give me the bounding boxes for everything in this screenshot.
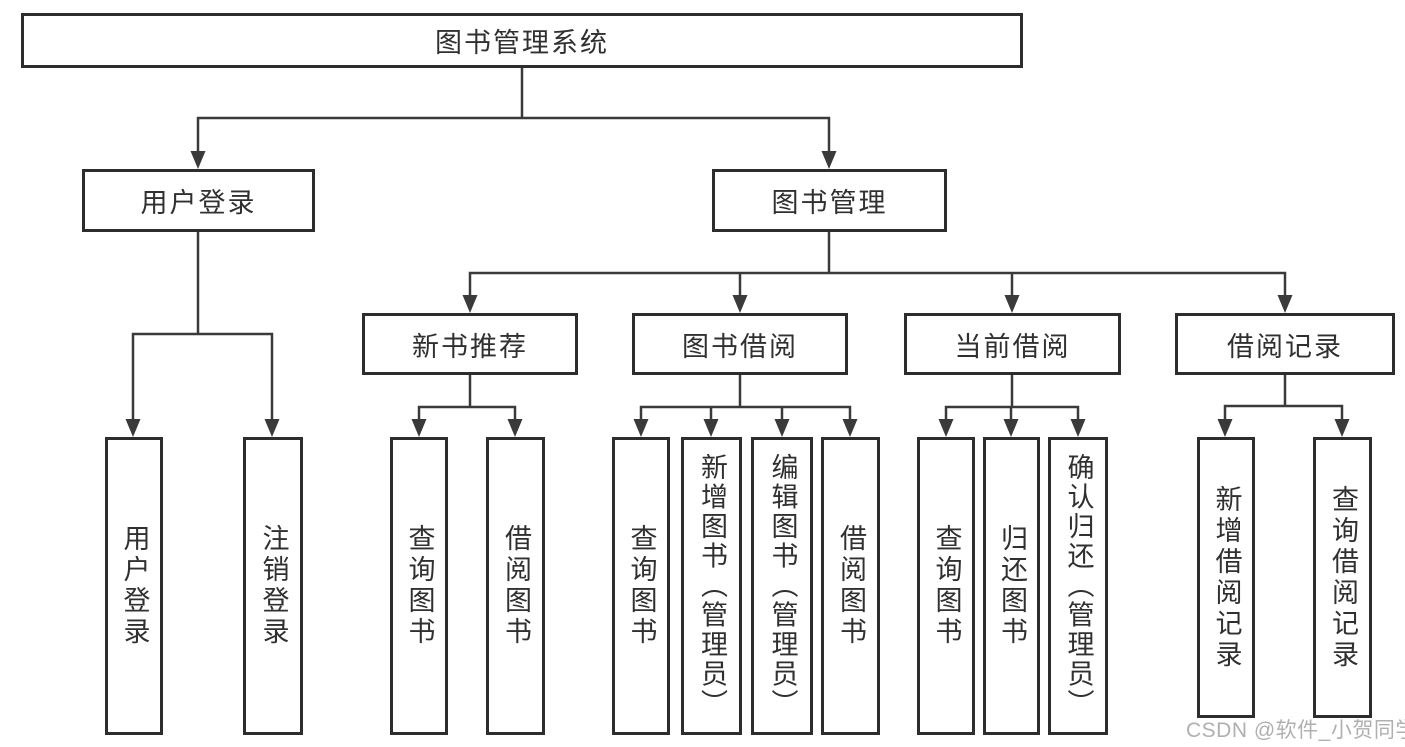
node-current-borrow-label: 当前借阅 bbox=[954, 331, 1071, 362]
connector-root-branch bbox=[190, 68, 837, 169]
node-book-borrow: 图书借阅 bbox=[632, 313, 848, 375]
arrowhead-icon bbox=[732, 295, 748, 313]
leaf-logout: 注销登录 bbox=[243, 437, 303, 735]
connector-user-login-branch bbox=[125, 231, 280, 437]
watermark: CSDN @软件_小贺同学 bbox=[1186, 719, 1405, 742]
leaf-borrow-query-books: 查询图书 bbox=[612, 437, 670, 735]
leaf-records-query-record: 查询借阅记录 bbox=[1313, 437, 1372, 718]
leaf-borrow-add-books-admin: 新增图书（管理员） bbox=[681, 437, 742, 735]
leaf-newbook-borrow-books: 借阅图书 bbox=[486, 437, 545, 735]
connector-book-management-branch bbox=[462, 231, 1293, 313]
connector-borrow-records-branch bbox=[1217, 374, 1350, 437]
leaf-borrow-edit-books-admin: 编辑图书（管理员） bbox=[751, 437, 813, 735]
arrowhead-icon bbox=[1070, 419, 1086, 437]
leaf-user-login: 用户登录 bbox=[105, 437, 163, 735]
node-borrow-records: 借阅记录 bbox=[1175, 313, 1395, 375]
leaf-newbook-borrow-books-label: 借阅图书 bbox=[501, 524, 531, 648]
arrowhead-icon bbox=[1277, 295, 1293, 313]
connector-book-borrow-branch bbox=[633, 374, 858, 437]
node-user-login-label: 用户登录 bbox=[140, 188, 257, 218]
leaf-current-return-books-label: 归还图书 bbox=[997, 524, 1027, 648]
arrowhead-icon bbox=[774, 419, 790, 437]
leaf-newbook-query-books: 查询图书 bbox=[390, 437, 448, 735]
arrowhead-icon bbox=[1217, 419, 1233, 437]
node-new-book-recommend: 新书推荐 bbox=[362, 313, 578, 375]
node-root-label: 图书管理系统 bbox=[435, 28, 609, 58]
node-root: 图书管理系统 bbox=[21, 13, 1023, 68]
leaf-borrow-edit-books-admin-label: 编辑图书（管理员） bbox=[767, 453, 798, 719]
node-book-management: 图书管理 bbox=[712, 169, 947, 232]
leaf-current-confirm-return-admin-label: 确认归还（管理员） bbox=[1063, 453, 1094, 719]
leaf-records-query-record-label: 查询借阅记录 bbox=[1328, 484, 1358, 671]
leaf-current-return-books: 归还图书 bbox=[983, 437, 1040, 735]
arrowhead-icon bbox=[938, 419, 954, 437]
arrowhead-icon bbox=[703, 419, 719, 437]
arrowhead-icon bbox=[821, 151, 837, 169]
leaf-borrow-borrow-books: 借阅图书 bbox=[821, 437, 880, 735]
node-book-borrow-label: 图书借阅 bbox=[682, 331, 798, 362]
arrowhead-icon bbox=[411, 419, 427, 437]
node-current-borrow: 当前借阅 bbox=[904, 313, 1121, 375]
arrowhead-icon bbox=[633, 419, 649, 437]
leaf-logout-label: 注销登录 bbox=[258, 524, 289, 648]
leaf-newbook-query-books-label: 查询图书 bbox=[404, 524, 435, 648]
node-user-login: 用户登录 bbox=[82, 169, 315, 232]
arrowhead-icon bbox=[462, 295, 478, 313]
connector-new-book-branch bbox=[411, 374, 523, 437]
leaf-current-query-books-label: 查询图书 bbox=[931, 524, 962, 648]
leaf-borrow-query-books-label: 查询图书 bbox=[626, 524, 657, 648]
arrowhead-icon bbox=[264, 419, 280, 437]
arrowhead-icon bbox=[1004, 295, 1020, 313]
arrowhead-icon bbox=[190, 151, 206, 169]
arrowhead-icon bbox=[842, 419, 858, 437]
arrowhead-icon bbox=[1003, 419, 1019, 437]
arrowhead-icon bbox=[125, 419, 141, 437]
leaf-records-add-record: 新增借阅记录 bbox=[1197, 437, 1255, 718]
arrowhead-icon bbox=[507, 419, 523, 437]
node-new-book-recommend-label: 新书推荐 bbox=[412, 331, 528, 362]
leaf-borrow-borrow-books-label: 借阅图书 bbox=[836, 524, 866, 648]
arrowhead-icon bbox=[1334, 419, 1350, 437]
leaf-borrow-add-books-admin-label: 新增图书（管理员） bbox=[697, 453, 727, 719]
connector-current-borrow-branch bbox=[938, 374, 1086, 437]
leaf-user-login-label: 用户登录 bbox=[119, 524, 150, 648]
leaf-current-query-books: 查询图书 bbox=[917, 437, 975, 735]
node-borrow-records-label: 借阅记录 bbox=[1227, 331, 1343, 362]
leaf-current-confirm-return-admin: 确认归还（管理员） bbox=[1048, 437, 1108, 735]
node-book-management-label: 图书管理 bbox=[771, 188, 888, 218]
leaf-records-add-record-label: 新增借阅记录 bbox=[1211, 484, 1242, 671]
